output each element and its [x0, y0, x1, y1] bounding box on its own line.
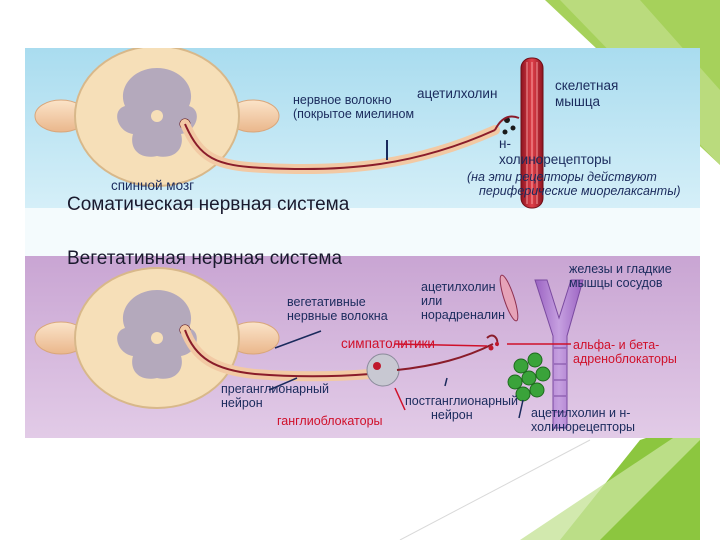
sympatholytics-label: симпатолитики [341, 336, 435, 351]
n-cholinoreceptors-label: н- холинорецепторы [499, 136, 612, 167]
synapse-top [494, 115, 520, 135]
preganglionic-label: преганглионарный нейрон [221, 382, 330, 410]
myorelaxants-note: (на эти рецепторы действуют периферическ… [467, 170, 681, 198]
spinal-cord-bottom [34, 267, 280, 409]
skeletal-muscle-label: скелетная мышца [555, 78, 619, 109]
glands-label: железы и гладкие мышцы сосудов [569, 262, 672, 290]
ganglioblockers-label: ганглиоблокаторы [277, 414, 383, 428]
ganglion [366, 353, 400, 387]
somatic-nerve-fiber-label: нервное волокно (покрытое миелином [293, 93, 415, 121]
autonomic-fibers-label: вегетативные нервные волокна [287, 295, 388, 323]
thin-decor-line [399, 439, 591, 540]
gland-cells [507, 352, 551, 402]
adrenoblockers-label: альфа- и бета- адреноблокаторы [573, 338, 677, 366]
autonomic-title: Вегетативная нервная система [67, 248, 343, 269]
somatic-acetylcholine-label: ацетилхолин [417, 86, 498, 101]
somatic-title: Соматическая нервная система [67, 194, 350, 215]
mediator-label: ацетилхолин или норадреналин [421, 280, 505, 322]
ach-n-cholinoreceptors-label: ацетилхолин и н- холинорецепторы [531, 406, 636, 434]
spinal-cord-top [34, 48, 280, 187]
spinal-cord-label: спинной мозг [111, 178, 195, 193]
synapse-bottom [486, 334, 499, 351]
postganglionic-fiber [396, 343, 494, 371]
figure-graphics [25, 48, 700, 438]
nervous-system-figure: нервное волокно (покрытое миелином ацети… [25, 48, 700, 438]
skeletal-muscle [520, 57, 544, 209]
blood-vessel [534, 279, 584, 429]
green-triangle-bottom-light [520, 420, 700, 540]
title-band [25, 208, 700, 256]
smooth-muscle-cell [499, 274, 519, 322]
pointer-arrows [268, 330, 571, 419]
postganglionic-label: постганглионарный нейрон [405, 394, 519, 422]
